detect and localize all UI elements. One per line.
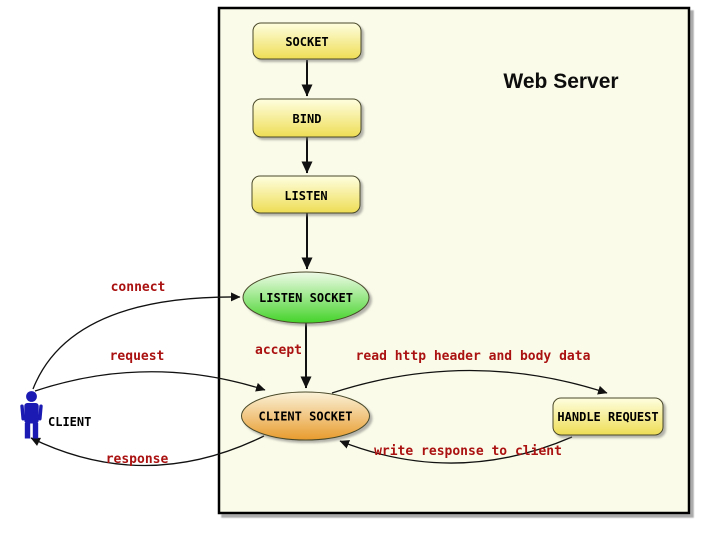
edge-label-write-response: write response to client [374, 444, 562, 459]
node-handle-request-box [552, 397, 664, 436]
client-actor: CLIENT [20, 391, 91, 439]
edge-write-response [339, 436, 573, 464]
node-socket-box [252, 22, 362, 60]
node-listen-box [251, 175, 361, 214]
edge-label-read-http: read http header and body data [356, 349, 591, 364]
node-handle-request-label: HANDLE REQUEST [557, 410, 658, 424]
node-listen-socket: LISTEN SOCKET [242, 271, 370, 324]
node-listen-label: LISTEN [284, 189, 327, 203]
node-bind: BIND [252, 98, 362, 138]
node-client-socket-label: CLIENT SOCKET [259, 410, 353, 424]
client-label: CLIENT [48, 415, 91, 429]
node-handle-request: HANDLE REQUEST [552, 397, 664, 436]
node-listen-socket-ellipse [242, 271, 370, 324]
edge-request [34, 371, 266, 392]
node-bind-label: BIND [293, 112, 322, 126]
node-listen-socket-label: LISTEN SOCKET [259, 291, 353, 305]
edge-connect [32, 292, 241, 390]
edge-label-request: request [110, 349, 165, 364]
node-client-socket-ellipse [241, 391, 370, 441]
panel-title: Web Server [503, 70, 618, 93]
node-socket-label: SOCKET [285, 35, 328, 49]
node-client-socket: CLIENT SOCKET [241, 391, 370, 441]
edge-response [30, 435, 265, 467]
node-listen: LISTEN [251, 175, 361, 214]
edge-label-response: response [106, 452, 169, 467]
node-bind-box [252, 98, 362, 138]
person-icon [20, 391, 43, 439]
edge-read-http [331, 369, 608, 395]
edge-label-connect: connect [111, 280, 166, 295]
node-socket: SOCKET [252, 22, 362, 60]
edge-label-accept: accept [255, 343, 302, 358]
